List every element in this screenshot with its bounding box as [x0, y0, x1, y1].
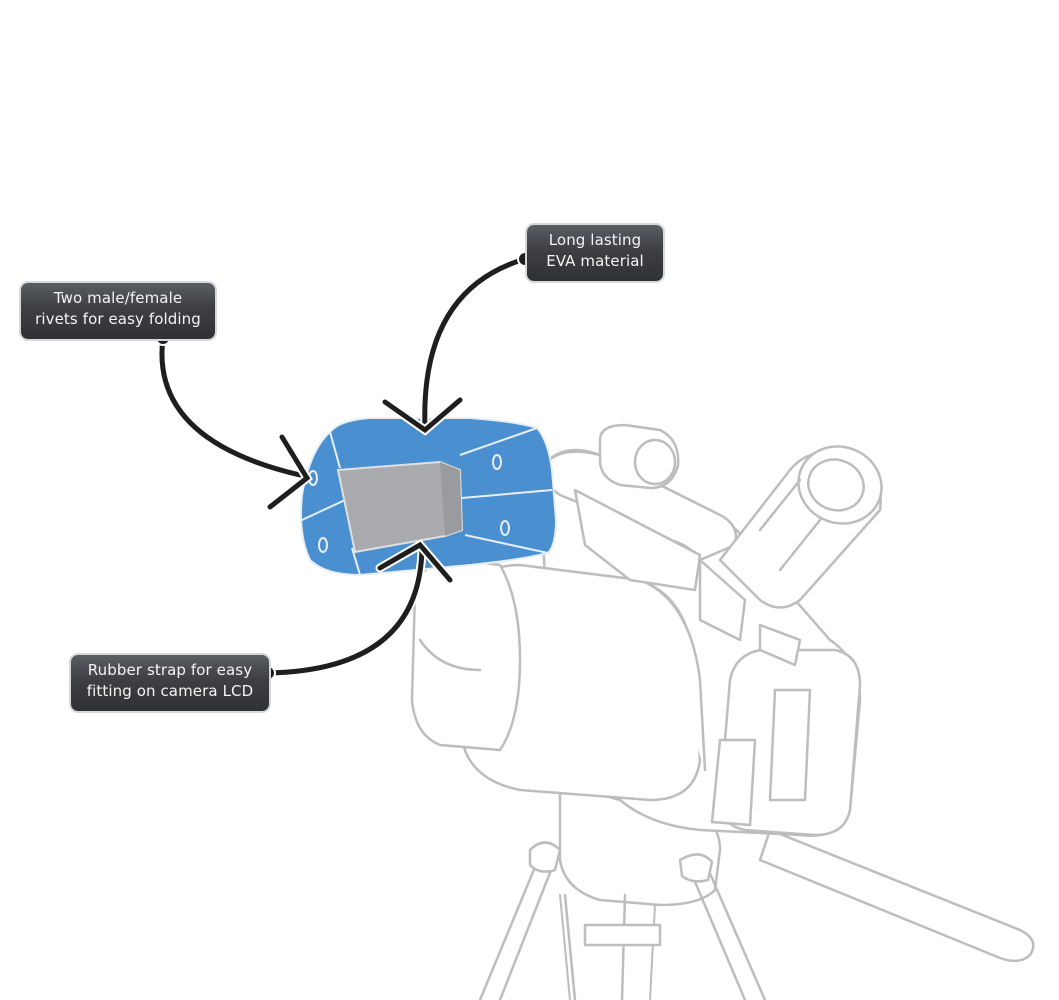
- callout-rivets-line2: rivets for easy folding: [35, 310, 201, 328]
- lcd-hood: [300, 417, 558, 577]
- arrow-to-eva-material: [380, 251, 533, 436]
- callout-eva-line1: Long lasting: [548, 231, 642, 249]
- callout-strap-line1: Rubber strap for easy: [87, 661, 253, 679]
- callout-rivets-line1: Two male/female: [53, 289, 183, 307]
- arrow-to-rubber-strap: [260, 539, 455, 681]
- callout-strap-line2: fitting on camera LCD: [86, 682, 254, 700]
- callout-rivets: Two male/female rivets for easy folding: [21, 283, 215, 339]
- camera-body-drawing: [410, 423, 883, 837]
- callout-eva-material: Long lasting EVA material: [527, 225, 663, 281]
- callout-eva-line2: EVA material: [546, 252, 644, 270]
- arrow-to-rivets: [155, 330, 313, 512]
- callout-rubber-strap: Rubber strap for easy fitting on camera …: [71, 655, 269, 711]
